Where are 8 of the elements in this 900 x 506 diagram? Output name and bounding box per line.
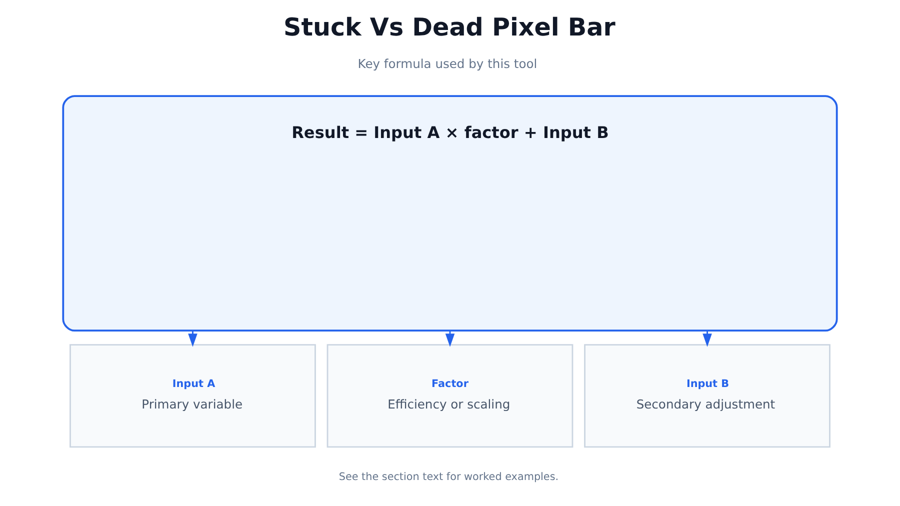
node-box: Input B Secondary adjustment bbox=[584, 344, 830, 448]
node-box: Factor Efficiency or scaling bbox=[326, 344, 574, 448]
node-box: Input A Primary variable bbox=[70, 344, 316, 448]
caption: See the section text for worked examples. bbox=[338, 470, 559, 482]
arrow bbox=[188, 330, 198, 346]
diagram-title: Stuck Vs Dead Pixel Bar bbox=[284, 12, 616, 41]
label: Key formula used by this tool bbox=[358, 56, 538, 71]
arrow bbox=[702, 330, 712, 346]
